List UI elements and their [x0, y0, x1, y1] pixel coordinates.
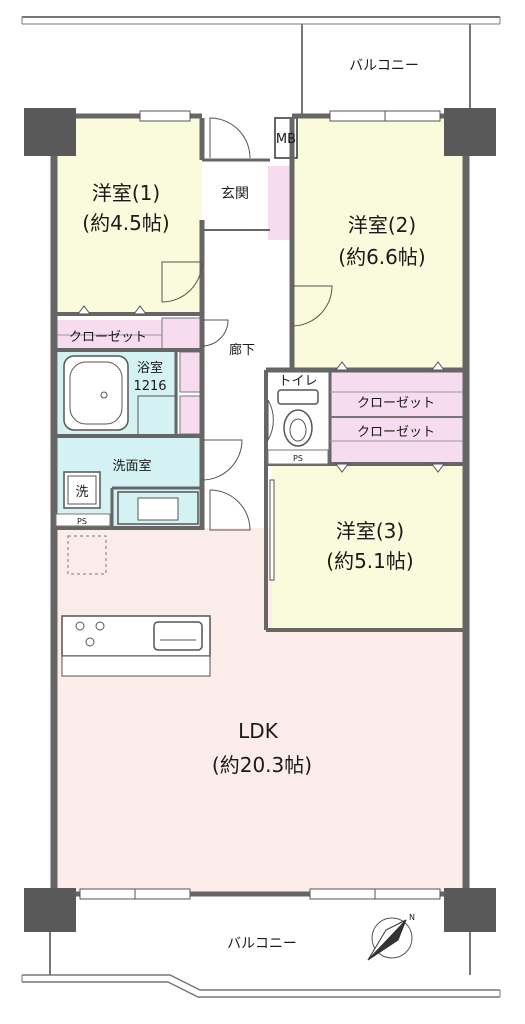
room-ldk-name: LDK	[238, 719, 279, 743]
ps-wash-box	[55, 513, 111, 527]
room-western-2-name: 洋室(2)	[348, 213, 416, 237]
room-western-1-size: (約4.5帖)	[82, 211, 169, 235]
ps-toilet-label: PS	[293, 454, 303, 463]
top-balcony	[21, 16, 501, 118]
compass-north-label: N	[409, 913, 415, 922]
corridor-storage-2	[179, 395, 203, 435]
bath-label: 浴室	[137, 360, 163, 376]
balcony-top-label: バルコニー	[349, 58, 419, 74]
closet-1-side	[161, 317, 203, 351]
pillars	[24, 108, 496, 932]
closet-1-label: クローゼット	[69, 330, 147, 345]
closet-2b-label: クローゼット	[357, 425, 435, 440]
room-western-3-floor	[272, 466, 466, 630]
entrance-shoebox	[268, 166, 292, 240]
compass-icon	[367, 917, 413, 961]
entrance-label: 玄関	[221, 185, 249, 202]
washing-machine-icon	[63, 471, 101, 509]
bottom-balcony	[21, 925, 501, 998]
doors	[137, 117, 333, 531]
room-western-3-size: (約5.1帖)	[326, 549, 413, 573]
room-ldk-size: (約20.3帖)	[212, 753, 312, 777]
closet-markers	[77, 305, 445, 473]
room-western-3-name: 洋室(3)	[336, 519, 404, 543]
room-western-1-floor	[54, 118, 202, 314]
sink-icon	[153, 621, 203, 651]
mb-label: MB	[276, 132, 296, 147]
washroom-label: 洗面室	[112, 458, 151, 474]
ps-toilet-box	[267, 449, 329, 465]
room-western-2-size: (約6.6帖)	[338, 245, 425, 269]
washer-label: 洗	[75, 485, 88, 500]
corridor-label: 廊下	[229, 342, 255, 358]
room-western-2-floor	[294, 118, 466, 368]
washbasin-icon	[117, 491, 199, 525]
room-western-1-name: 洋室(1)	[92, 181, 160, 205]
ps-wash-label: PS	[77, 517, 87, 526]
balcony-bottom-label: バルコニー	[227, 936, 297, 952]
bathtub-icon	[63, 355, 129, 431]
corridor-storage-1	[179, 351, 203, 393]
closet-2a-label: クローゼット	[357, 396, 435, 411]
stove-icon	[75, 621, 105, 647]
toilet-icon	[277, 389, 319, 447]
bath-size-label: 1216	[133, 379, 166, 394]
toilet-label: トイレ	[278, 374, 317, 389]
fridge-space	[67, 535, 107, 575]
